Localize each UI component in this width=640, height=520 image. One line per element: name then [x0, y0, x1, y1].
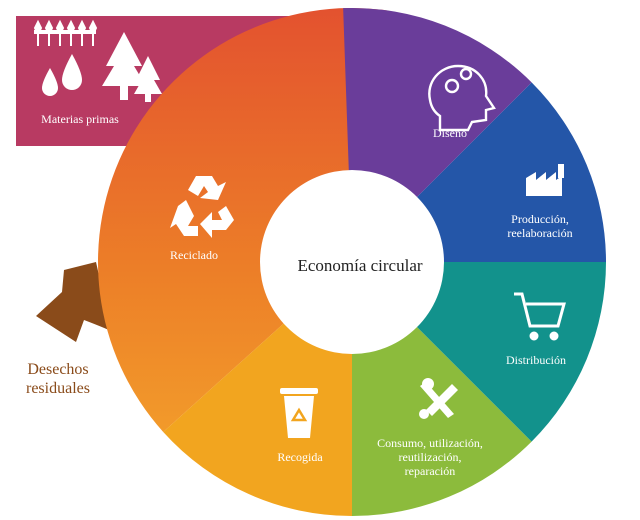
stage-label-produccion: Producción, reelaboración	[507, 212, 573, 240]
wheat-stalk	[33, 19, 43, 46]
center-title: Economía circular	[297, 256, 423, 275]
ring-segment-recogida	[163, 320, 352, 516]
recycle-bin-icon	[280, 388, 318, 438]
head-gears-icon	[428, 64, 496, 132]
recycle-bin-symbol	[290, 407, 308, 422]
shopping-cart-icon	[514, 292, 566, 341]
stage-label-diseno: Diseño	[433, 126, 467, 140]
stage-label-consumo: Consumo, utilización, reutilización, rep…	[377, 436, 483, 478]
wheat-stalk	[88, 19, 98, 46]
wheat-stalk	[66, 19, 76, 46]
wheat-stalk	[44, 19, 54, 46]
tools-icon	[419, 378, 458, 419]
stage-label-reciclado: Reciclado	[170, 248, 218, 262]
raw-materials-label: Materias primas	[41, 112, 119, 126]
water-drops-icon	[42, 54, 82, 96]
wheat-icon	[33, 19, 98, 46]
ring-segment-diseno	[343, 8, 532, 200]
ring-segment-consumo	[352, 324, 532, 516]
wheat-stalk	[77, 19, 87, 46]
stage-label-distribucion: Distribución	[506, 353, 566, 367]
center-circle	[260, 170, 444, 354]
ring-segment-distribucion	[414, 262, 606, 442]
wheat-stalk	[55, 19, 65, 46]
stage-label-recogida: Recogida	[277, 450, 323, 464]
ring-segment-reciclado	[98, 7, 388, 432]
trees-icon	[102, 32, 162, 102]
recycle-icon	[170, 176, 234, 238]
waste-label: Desechos residuales	[26, 361, 90, 397]
factory-icon	[526, 164, 564, 196]
ring-segment-produccion	[414, 82, 606, 263]
